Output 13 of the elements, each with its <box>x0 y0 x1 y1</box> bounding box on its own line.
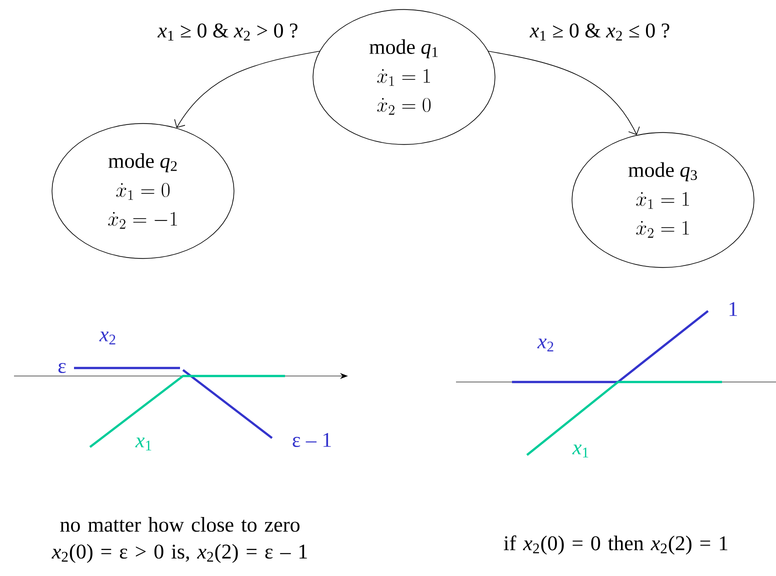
caption-text: if x$_{2}$(0) = 0 then x$_{2}$(2) = 1 <box>504 535 728 555</box>
caption-text: no matter how close to zero x$_{2}$(0) = ε > 0 is, x$_{2}$(2) = ε – 1 <box>52 517 307 563</box>
value-label: ε <box>58 362 66 374</box>
curve-label: x$_{2}$ <box>537 338 554 352</box>
edge-label: x$_{1}$ ≥ 0 & x$_{2}$ ≤ 0 ? <box>530 24 670 40</box>
arrow <box>174 50 320 128</box>
curve-label: x$_{1}$ <box>572 444 588 458</box>
value-label: ε – 1 <box>292 432 331 447</box>
edge-label: x$_{1}$ ≥ 0 & x$_{2}$ > 0 ? <box>157 24 298 40</box>
curve-label: x$_{2}$ <box>99 332 116 344</box>
curve-label: x$_{1}$ <box>135 438 152 450</box>
value-label: 1 <box>730 302 737 316</box>
arrow <box>488 50 640 135</box>
